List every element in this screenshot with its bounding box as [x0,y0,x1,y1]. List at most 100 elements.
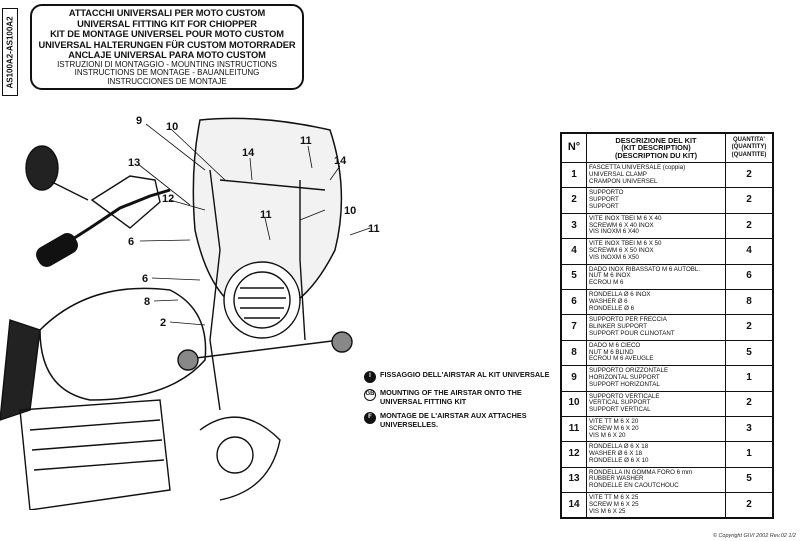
part-number: 1 [560,161,587,189]
legend-item-it: I FISSAGGIO DELL'AIRSTAR AL KIT UNIVERSA… [364,370,564,383]
title-fr: KIT DE MONTAGE UNIVERSEL POUR MOTO CUSTO… [50,29,284,39]
part-quantity: 2 [725,314,774,341]
product-code-label: AS100A2-AS100A2 [2,8,18,96]
legend: I FISSAGGIO DELL'AIRSTAR AL KIT UNIVERSA… [364,370,564,435]
headlight-illustration [223,261,301,339]
part-number: 4 [560,238,587,265]
callout-14b: 14 [334,155,347,167]
part-quantity: 2 [725,161,774,189]
france-flag-icon: F [364,412,376,424]
part-quantity: 2 [725,187,774,214]
header-description: DESCRIZIONE DEL KIT (KIT DESCRIPTION) (D… [586,132,726,163]
uk-flag-icon: GB [364,389,376,401]
part-number: 7 [560,314,587,341]
engine-illustration [19,399,171,510]
part-quantity: 4 [725,238,774,265]
title-en: UNIVERSAL FITTING KIT FOR CHIOPPER [77,18,257,29]
title-es: ANCLAJE UNIVERSAL PARA MOTO CUSTOM [68,50,266,60]
part-number: 10 [560,390,587,417]
part-description: DADO INOX RIBASSATO M 6 AUTOBL.NUT M 6 I… [586,263,726,290]
part-quantity: 2 [725,390,774,417]
part-number: 3 [560,212,587,240]
part-quantity: 2 [725,492,774,519]
mirror-illustration [25,145,59,191]
subtitle-2: INSTRUCTIONS DE MONTAGE - BAUANLEITUNG [74,68,260,78]
part-number: 12 [560,441,587,468]
windshield-illustration [192,117,343,317]
part-number: 6 [560,288,587,316]
part-number: 8 [560,339,587,367]
fuel-tank-illustration [39,287,207,401]
part-quantity: 5 [725,339,774,367]
callout-9: 9 [136,115,142,127]
part-quantity: 3 [725,415,774,443]
callout-11c: 11 [368,223,380,235]
part-number: 11 [560,415,587,443]
part-number: 9 [560,365,587,392]
blinker-right-illustration [331,331,353,353]
part-quantity: 1 [725,441,774,468]
title-box: ATTACCHI UNIVERSALI PER MOTO CUSTOM UNIV… [30,4,304,90]
callout-11: 11 [300,135,312,147]
part-quantity: 6 [725,263,774,290]
blinker-left-illustration [177,349,199,371]
callout-14: 14 [242,147,255,159]
table-header-row: N° DESCRIZIONE DEL KIT (KIT DESCRIPTION)… [560,132,774,163]
header-quantity: QUANTITA' (QUANTITY) (QUANTITE) [725,132,774,163]
subtitle-1: ISTRUZIONI DI MONTAGGIO - MOUNTING INSTR… [57,59,277,69]
part-quantity: 1 [725,365,774,392]
part-number: 13 [560,466,587,494]
callout-11b: 11 [260,209,272,221]
title-it: ATTACCHI UNIVERSALI PER MOTO CUSTOM [68,8,266,18]
legend-item-fr: F MONTAGE DE L'AIRSTAR AUX ATTACHES UNIV… [364,411,564,429]
callout-10: 10 [166,121,178,133]
header-number: N° [560,132,587,163]
part-number: 5 [560,263,587,290]
callout-10b: 10 [344,205,356,217]
part-quantity: 5 [725,466,774,494]
part-quantity: 8 [725,288,774,316]
callout-6b: 6 [142,273,148,285]
callout-8: 8 [144,296,150,308]
callout-13: 13 [128,157,140,169]
part-quantity: 2 [725,212,774,240]
callout-2: 2 [160,317,166,329]
copyright: © Copyright GIVI 2002 Rev.02 1/2 [712,533,796,539]
title-de: UNIVERSAL HALTERUNGEN FÜR CUSTOM MOTORRA… [38,39,296,50]
callout-6: 6 [128,236,134,248]
kit-parts-table: N° DESCRIZIONE DEL KIT (KIT DESCRIPTION)… [560,132,774,520]
part-number: 2 [560,187,587,214]
assembly-drawing: 9 10 13 14 11 14 12 10 11 11 6 6 8 2 [0,115,380,510]
part-description: FASCETTA UNIVERSALE (coppia)UNIVERSAL CL… [586,161,726,189]
italy-flag-icon: I [364,371,376,383]
legend-item-gb: GB MOUNTING OF THE AIRSTAR ONTO THE UNIV… [364,388,522,406]
subtitle-3: INSTRUCCIONES DE MONTAJE [107,76,227,86]
callout-12: 12 [162,193,174,205]
part-number: 14 [560,492,587,519]
